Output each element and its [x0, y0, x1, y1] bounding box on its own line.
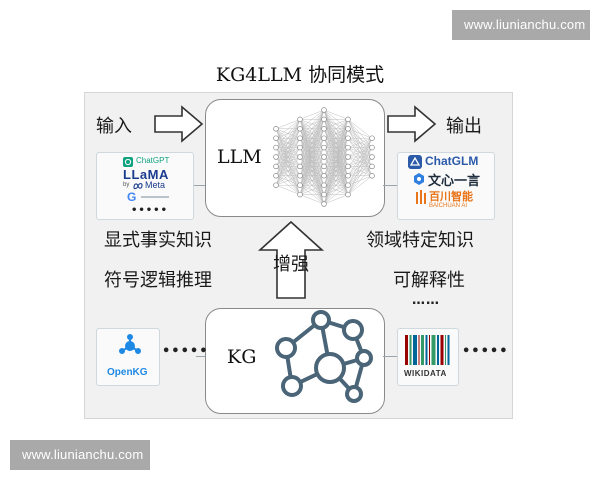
chatglm-logo-text: ChatGLM — [425, 154, 479, 168]
enhance-label: 增强 — [273, 254, 309, 275]
knowledge-graph-icon — [275, 310, 373, 403]
kg-left-more-dots: ••••• — [162, 344, 209, 359]
chatglm-icon — [408, 155, 422, 169]
llama-logo-text: LLaMA — [123, 167, 169, 182]
output-arrow-icon — [387, 105, 437, 143]
baichuan-icon — [416, 190, 426, 204]
llm-label: LLM — [217, 146, 262, 168]
llm-logos-right: ChatGLM 文心一言 百川智能 BAICHUAN AI — [397, 152, 495, 220]
watermark-top: www.liunianchu.com — [452, 10, 590, 40]
kg-right-more-dots: ••••• — [462, 344, 509, 359]
wikidata-logo-card: WIKIDATA — [397, 328, 459, 386]
openkg-logo-text: OpenKG — [107, 367, 148, 378]
enhance-arrow-icon — [257, 220, 325, 299]
connector-right-llm — [383, 185, 397, 186]
llm-logos-left: ChatGPT LLaMA by Meta G ••••• — [96, 152, 194, 220]
left-label-symbolic-reasoning: 符号逻辑推理 — [104, 270, 212, 291]
connector-left-llm — [194, 185, 205, 186]
output-label: 输出 — [446, 116, 482, 137]
google-subtext — [141, 196, 169, 198]
input-arrow-icon — [154, 105, 204, 143]
llama-by-text: by — [123, 182, 130, 188]
right-more-dots: …… — [412, 293, 440, 308]
meta-logo-text: Meta — [145, 180, 166, 190]
baichuan-en-text: BAICHUAN AI — [429, 203, 468, 209]
right-label-domain-knowledge: 领域特定知识 — [366, 230, 474, 251]
llm-left-more-dots: ••••• — [131, 205, 168, 216]
wenxin-icon — [414, 173, 424, 185]
openkg-logo-card: OpenKG — [96, 328, 160, 386]
chatgpt-icon — [123, 157, 133, 167]
right-label-interpretability: 可解释性 — [393, 270, 465, 291]
wikidata-barcode-icon — [405, 335, 450, 365]
meta-icon — [133, 183, 143, 190]
connector-left-kg — [196, 356, 205, 357]
watermark-bottom: www.liunianchu.com — [10, 440, 150, 470]
kg-label: KG — [227, 346, 257, 368]
baichuan-logo-text: 百川智能 — [429, 190, 473, 203]
neural-network-icon — [273, 107, 375, 207]
left-label-explicit-facts: 显式事实知识 — [104, 230, 212, 251]
diagram-title: KG4LLM 协同模式 — [215, 64, 385, 86]
wikidata-logo-text: WIKIDATA — [404, 369, 447, 378]
google-g-icon: G — [127, 190, 137, 204]
wenxin-logo-text: 文心一言 — [428, 174, 481, 189]
chatgpt-logo-text: ChatGPT — [136, 156, 170, 165]
connector-right-kg — [383, 356, 397, 357]
openkg-icon — [119, 334, 141, 354]
input-label: 输入 — [96, 116, 132, 137]
